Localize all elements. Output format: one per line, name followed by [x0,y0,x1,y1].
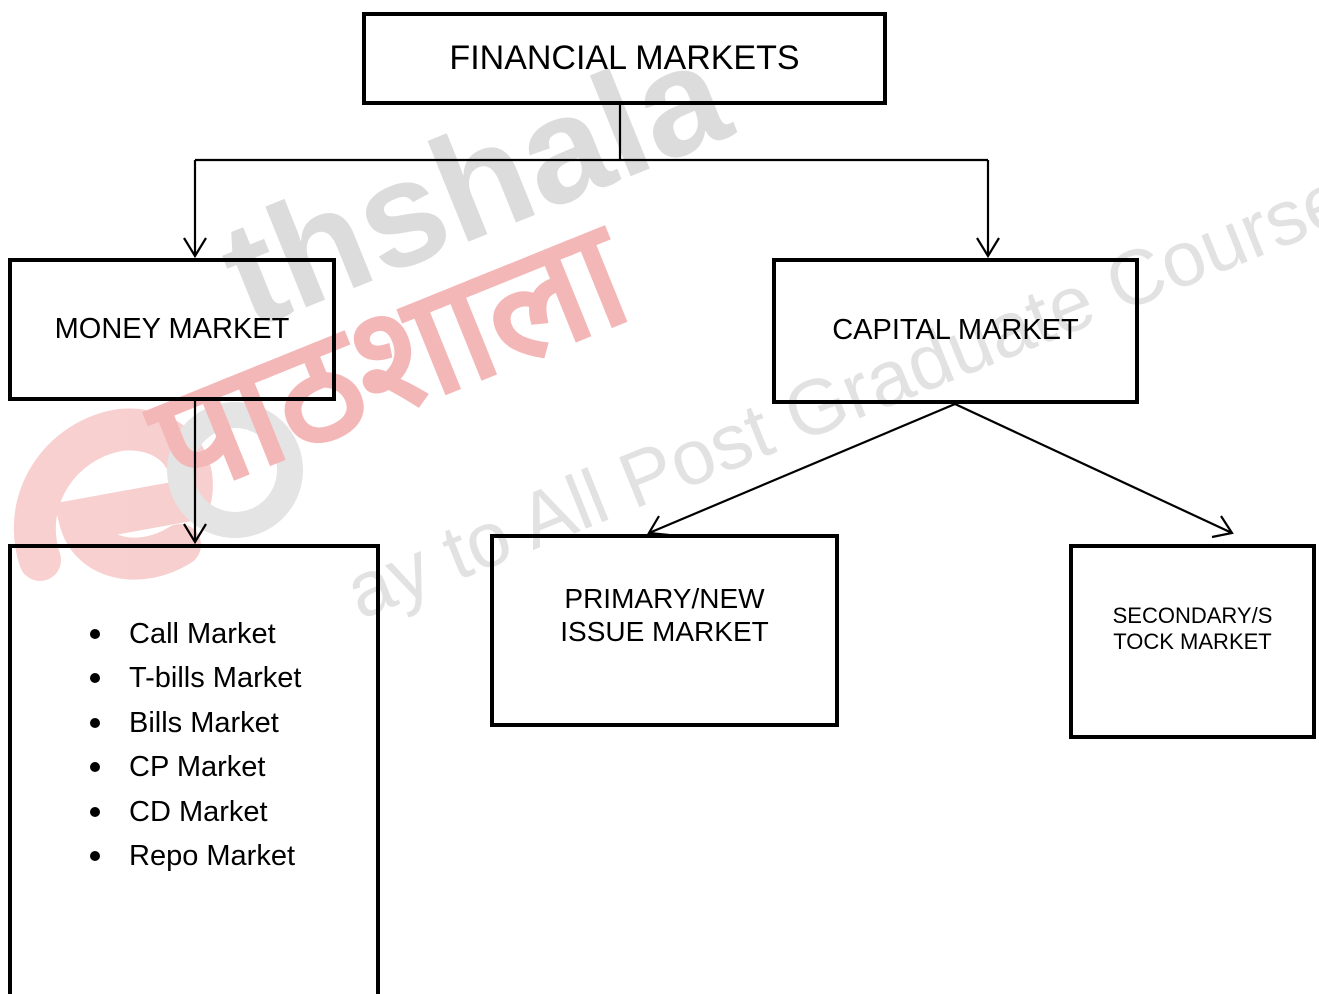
bullet-icon [90,629,100,639]
money-market-instruments-list: Call Market T-bills Market Bills Market … [12,615,301,881]
secondary-market-label-line2: TOCK MARKET [1113,628,1272,654]
money-market-box: MONEY MARKET [8,258,336,401]
financial-markets-label: FINANCIAL MARKETS [449,38,800,77]
arrow-to-secondary-market [954,403,1233,534]
money-market-instruments-box: Call Market T-bills Market Bills Market … [8,544,380,994]
arrow-to-primary-market [648,402,956,535]
primary-market-label-line1: PRIMARY/NEW [564,583,765,615]
list-item-label: T-bills Market [129,662,302,695]
secondary-market-box: SECONDARY/S TOCK MARKET [1069,544,1316,739]
arrowhead-secondary-market [1211,515,1234,539]
bullet-icon [90,850,100,861]
list-item-label: CP Market [129,751,266,784]
list-item: T-bills Market [12,659,301,703]
primary-market-label: PRIMARY/NEW ISSUE MARKET [560,583,768,647]
list-item-label: Repo Market [129,839,296,872]
bullet-icon [90,806,100,817]
list-item-label: CD Market [129,795,268,828]
bullet-icon [90,762,100,773]
secondary-market-label-line1: SECONDARY/S [1112,603,1273,629]
list-item: CP Market [12,748,301,792]
arrowhead-capital-market [976,237,1000,259]
arrowhead-money-list [183,523,207,545]
financial-markets-box: FINANCIAL MARKETS [362,12,887,105]
list-item: Call Market [12,615,301,659]
list-item: Repo Market [12,837,301,881]
bullet-icon [90,673,100,684]
primary-market-box: PRIMARY/NEW ISSUE MARKET [490,534,839,727]
capital-market-label: CAPITAL MARKET [832,314,1079,347]
list-item: CD Market [12,793,301,837]
money-market-label: MONEY MARKET [54,312,290,345]
list-item-label: Bills Market [129,706,279,739]
list-item-label: Call Market [129,618,276,650]
arrowhead-money-market [183,237,207,259]
secondary-market-label: SECONDARY/S TOCK MARKET [1113,603,1273,654]
bullet-icon [90,717,100,728]
primary-market-label-line2: ISSUE MARKET [560,615,769,647]
capital-market-box: CAPITAL MARKET [772,258,1139,404]
list-item: Bills Market [12,704,301,748]
